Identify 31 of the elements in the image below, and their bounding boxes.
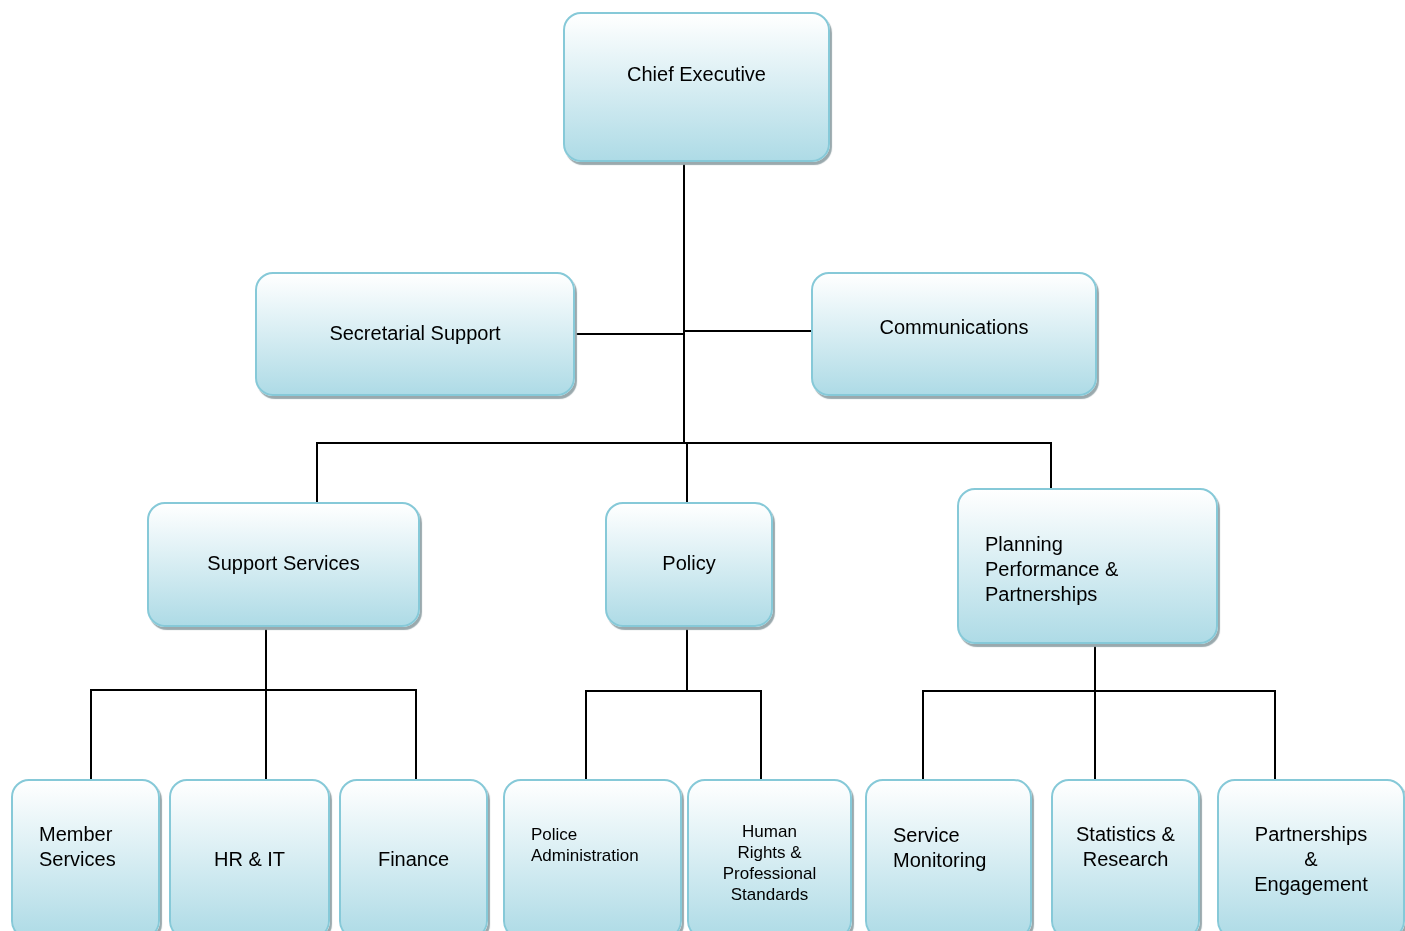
- org-box: [811, 272, 1097, 396]
- org-box: [957, 488, 1218, 644]
- box-label: Secretarial Support: [329, 321, 501, 346]
- org-box: [255, 272, 575, 396]
- box-label: Service Monitoring: [893, 823, 988, 873]
- box-label: Policy: [662, 551, 716, 576]
- box-label: Finance: [377, 847, 450, 872]
- box-label: HR & IT: [213, 847, 286, 872]
- box-label: Planning Performance & Partnerships: [985, 532, 1120, 607]
- box-label: Police Administration: [531, 824, 640, 866]
- org-box: [1217, 779, 1405, 931]
- org-box: [339, 779, 488, 931]
- box-label: Member Services: [39, 822, 117, 872]
- org-box: [865, 779, 1032, 931]
- box-label: Human Rights & Professional Standards: [721, 821, 818, 905]
- org-box: [687, 779, 852, 931]
- box-label: Partnerships & Engagement: [1253, 822, 1369, 897]
- org-box: [169, 779, 330, 931]
- org-box: [11, 779, 160, 931]
- box-label: Chief Executive: [627, 62, 766, 87]
- org-box: [563, 12, 830, 162]
- org-box: [503, 779, 682, 931]
- org-box: [1051, 779, 1200, 931]
- connector-line: [686, 626, 762, 780]
- connector-line: [1094, 643, 1276, 780]
- box-label: Statistics & Research: [1075, 822, 1176, 872]
- org-box: [147, 502, 420, 627]
- org-box: [605, 502, 773, 627]
- box-label: Support Services: [207, 551, 360, 576]
- box-label: Communications: [879, 315, 1029, 340]
- connector-line: [265, 626, 417, 780]
